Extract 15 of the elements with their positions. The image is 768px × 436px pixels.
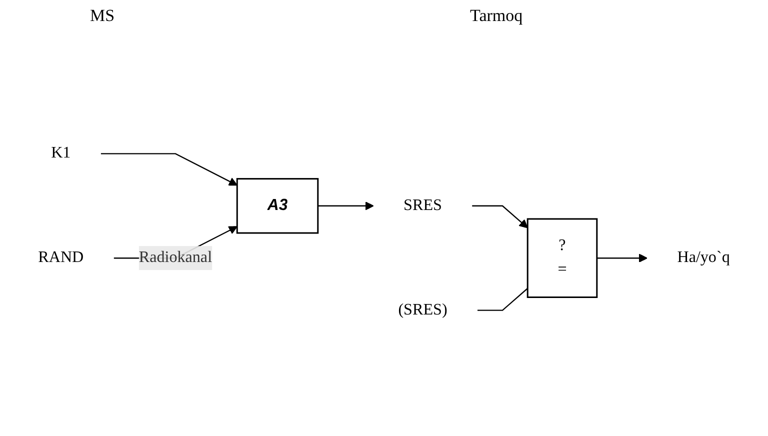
node-text: K1 bbox=[51, 144, 71, 162]
node-box: A3 bbox=[236, 178, 319, 234]
node-box: ? = bbox=[526, 218, 598, 298]
annotation-text: MS bbox=[90, 6, 115, 26]
node-text: SRES bbox=[404, 196, 442, 214]
node-text: RAND bbox=[38, 249, 84, 266]
node-text: (SRES) bbox=[398, 301, 448, 318]
edge-label: Radiokanal bbox=[138, 249, 212, 266]
arrow bbox=[100, 153, 238, 186]
node-text: Ha/yo`q bbox=[677, 249, 730, 266]
annotation-text: Tarmoq bbox=[470, 6, 523, 26]
arrow bbox=[596, 254, 648, 263]
arrow bbox=[318, 201, 374, 210]
arrow bbox=[472, 205, 528, 228]
connector bbox=[477, 288, 528, 311]
